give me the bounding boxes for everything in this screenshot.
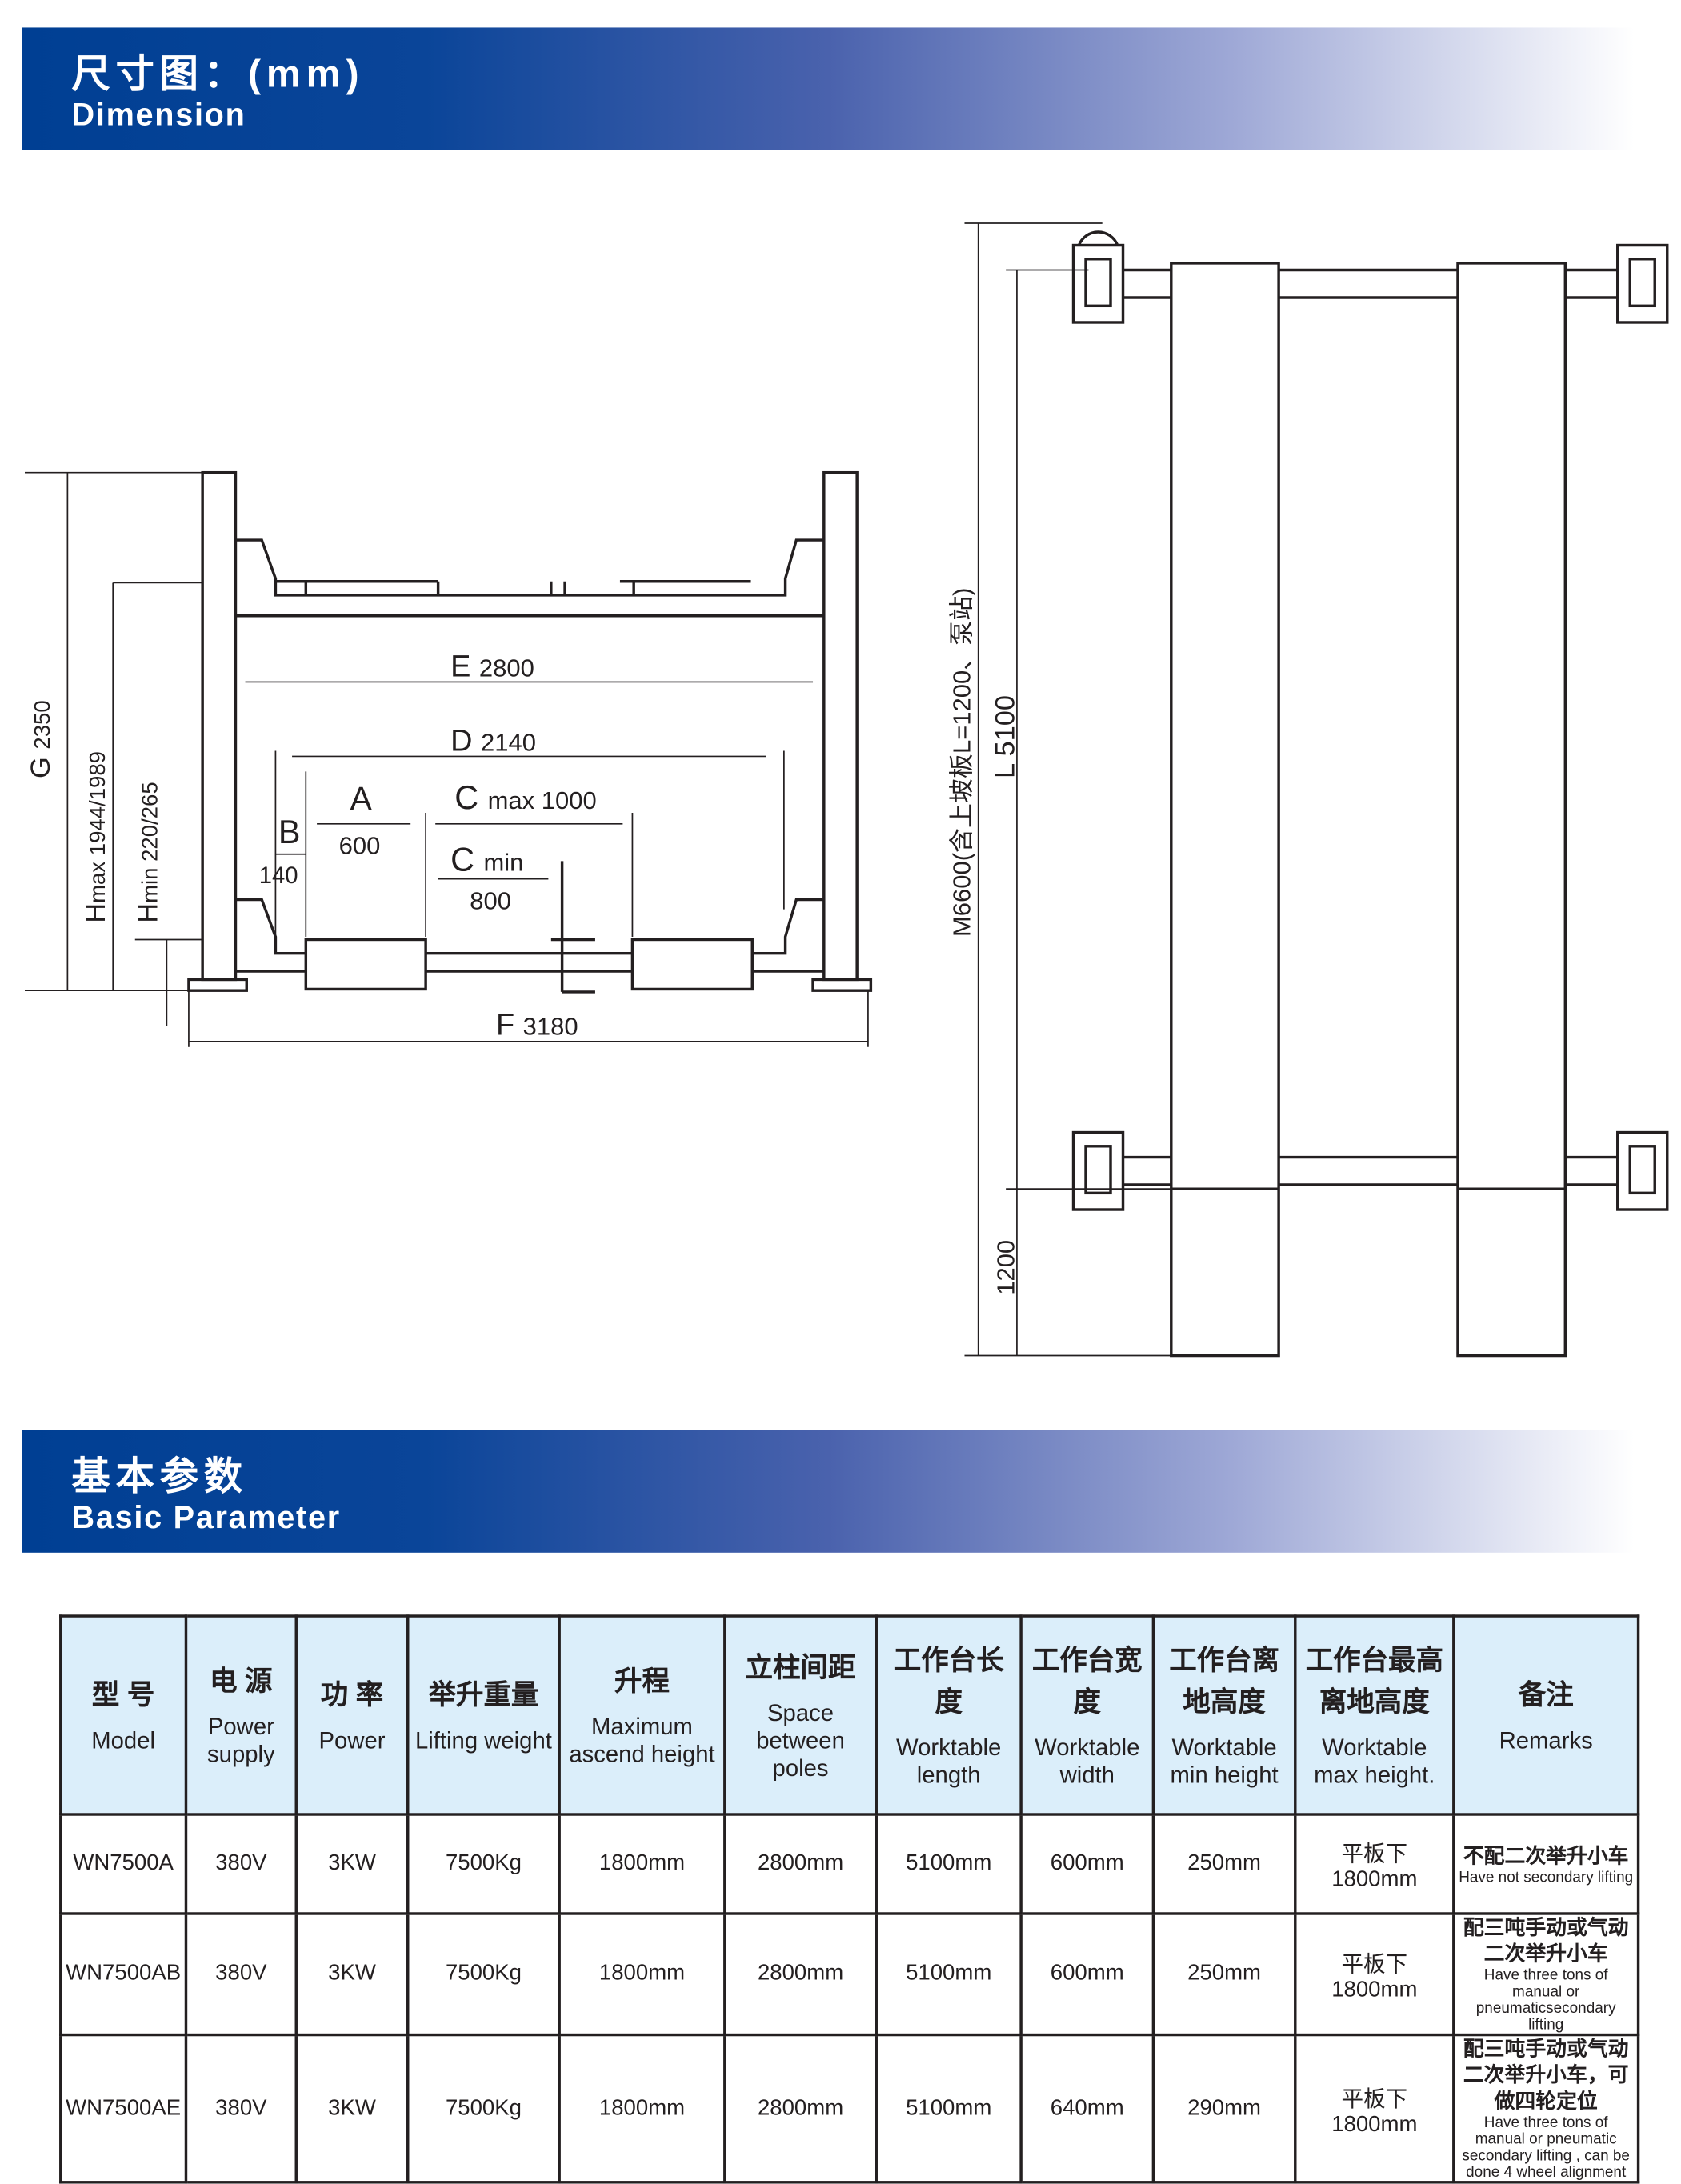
dim-b-value: 140 [259,863,298,889]
cell: 250mm [1151,1813,1297,1915]
cell: 250mm [1151,1912,1297,2037]
cell: 1800mm [558,1912,726,2037]
cell-model: WN7500AB [59,1912,188,2037]
cell: 1800mm [558,2033,726,2184]
cell: 3KW [294,1813,410,1915]
dim-hmax-label: Hmax 1944/1989 [81,751,111,923]
cell: 600mm [1019,1912,1155,2037]
cell-model: WN7500AE [59,2033,188,2184]
dim-a-label: A [350,781,372,818]
cell: 290mm [1151,2033,1297,2184]
cell: 380V [184,1813,298,1915]
dimension-title-cn: 尺寸图：(mm) [71,52,365,95]
dim-hmin-label: Hmin 220/265 [133,782,163,923]
cell: 380V [184,2033,298,2184]
dim-cmin-value: 800 [470,887,511,915]
lift-frame [187,470,873,994]
cell: 600mm [1019,1813,1155,1915]
cell: 640mm [1019,2033,1155,2184]
cell: 7500Kg [406,1813,561,1915]
dim-b-label: B [278,814,301,850]
cell: 2800mm [723,1813,878,1915]
dim-m-label: M6600(含上坡板L=1200、泵站) [947,587,975,937]
dim-g-label: G 2350 [26,700,56,778]
cell: 2800mm [723,1912,878,2037]
parameter-banner: 基本参数 Basic Parameter [22,1430,1635,1553]
cell: 平板下1800mm [1294,1912,1455,2037]
cell: 5100mm [875,1912,1023,2037]
cell: 7500Kg [406,1912,561,2037]
dim-ramp-label: 1200 [991,1240,1019,1295]
parameter-title-cn: 基本参数 [71,1454,249,1498]
cell: 3KW [294,1912,410,2037]
dim-f-label: F 3180 [496,1008,578,1042]
cell-model: WN7500A [59,1813,188,1915]
cell: 1800mm [558,1813,726,1915]
cell: 5100mm [875,2033,1023,2184]
cell: 3KW [294,2033,410,2184]
top-view-drawing: M6600(含上坡板L=1200、泵站) L 5100 1200 [947,222,1669,1358]
top-dimension-lines [964,222,1171,1357]
front-view-drawing: G 2350 Hmax 1944/1989 Hmin 220/265 E 280… [24,470,873,1047]
cell: 2800mm [723,2033,878,2184]
parameter-title-en: Basic Parameter [71,1498,341,1535]
lift-top-frame [1071,230,1669,1358]
cell: 平板下1800mm [1294,1813,1455,1915]
dim-l-label: L 5100 [990,695,1020,778]
dimension-banner: 尺寸图：(mm) Dimension [22,27,1635,150]
cell: 5100mm [875,1813,1023,1915]
dim-cmax-label: C max 1000 [454,779,596,816]
dim-e-label: E 2800 [450,650,534,684]
cell: 7500Kg [406,2033,561,2184]
cell: 380V [184,1912,298,2037]
dim-d-label: D 2140 [450,725,536,758]
dimension-title-en: Dimension [71,96,246,133]
dim-cmin-label: C min [450,841,523,878]
cell: 平板下1800mm [1294,2033,1455,2184]
dim-a-value: 600 [339,832,381,860]
dimension-lines [24,471,869,1047]
